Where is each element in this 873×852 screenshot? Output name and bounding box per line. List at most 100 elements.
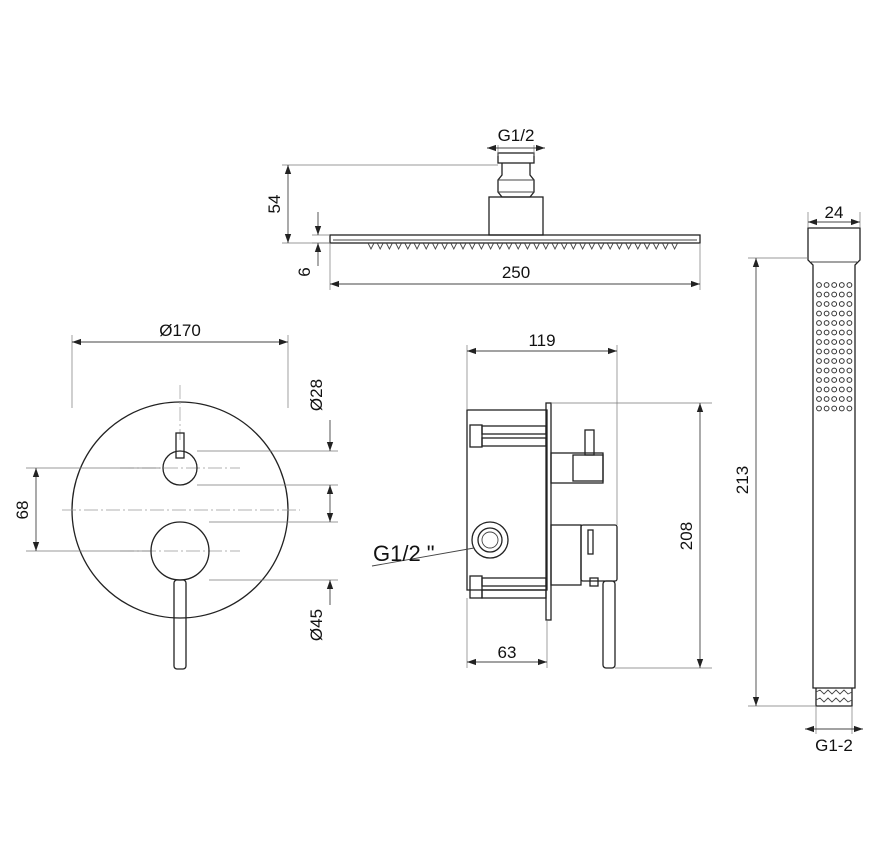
head-height-dimension: 54 <box>265 195 284 214</box>
spray-hole <box>846 367 853 374</box>
nozzle <box>395 242 403 251</box>
spray-hole <box>823 329 830 336</box>
spray-hole <box>816 396 822 402</box>
nozzle <box>413 242 421 251</box>
spray-hole <box>846 396 853 402</box>
nozzle <box>652 242 660 251</box>
spray-hole <box>846 386 853 393</box>
spray-hole <box>846 358 853 364</box>
handle-diameter-dimension: Ø45 <box>307 609 326 641</box>
spray-hole <box>846 377 853 383</box>
hand-shower-view: 24 213 G1-2 <box>733 203 863 755</box>
spray-hole <box>838 291 845 298</box>
shower-head-view: G1/2 54 6 250 <box>265 126 701 290</box>
nozzle <box>643 242 651 251</box>
nozzle <box>597 242 605 251</box>
nozzle <box>579 242 587 251</box>
spray-hole <box>816 291 822 298</box>
nozzle <box>523 242 531 251</box>
mixer-cartridge <box>550 524 582 586</box>
nozzle <box>487 242 495 251</box>
spray-hole <box>823 377 830 383</box>
valve-body-view: 119 208 63 G1/2 " <box>371 331 712 669</box>
spray-hole <box>823 405 830 412</box>
spray-hole <box>831 310 838 317</box>
spray-hole <box>823 348 830 355</box>
spray-hole <box>838 329 845 336</box>
spray-hole <box>838 367 845 374</box>
nozzle-row <box>367 242 679 251</box>
nozzle <box>468 242 476 251</box>
spray-hole <box>823 358 830 364</box>
nozzle <box>422 242 430 251</box>
spray-hole <box>838 320 845 326</box>
nozzle <box>385 242 393 251</box>
nozzle <box>404 242 412 251</box>
spray-hole <box>823 386 830 393</box>
spray-hole <box>846 310 853 317</box>
spray-hole <box>846 320 853 326</box>
hand-shower-body <box>807 227 861 689</box>
hand-shower-width-dimension: 24 <box>825 203 844 222</box>
spray-hole <box>838 358 845 364</box>
nozzle <box>367 242 375 251</box>
spray-hole <box>823 282 830 288</box>
spray-hole <box>838 405 845 412</box>
nozzle <box>625 242 633 251</box>
nozzle <box>542 242 550 251</box>
spray-hole <box>838 396 845 402</box>
diverter-cartridge <box>550 452 604 484</box>
spray-hole <box>816 310 822 317</box>
spray-hole <box>846 405 853 412</box>
valve-height-dimension: 208 <box>677 522 696 550</box>
spray-hole <box>816 348 822 355</box>
spray-holes <box>816 282 853 412</box>
spray-hole <box>823 320 830 326</box>
spray-hole <box>831 377 838 383</box>
diverter-stem <box>175 432 185 459</box>
spray-hole <box>823 310 830 317</box>
spray-hole <box>846 339 853 345</box>
nozzle <box>441 242 449 251</box>
spray-hole <box>823 291 830 298</box>
faceplate-diameter-dimension: Ø170 <box>159 321 201 340</box>
spray-hole <box>831 396 838 402</box>
spray-hole <box>816 329 822 336</box>
spray-hole <box>838 339 845 345</box>
spray-hole <box>831 386 838 393</box>
spray-hole <box>846 329 853 336</box>
nozzle <box>514 242 522 251</box>
spray-hole <box>838 301 845 307</box>
nozzle <box>459 242 467 251</box>
nozzle <box>661 242 669 251</box>
mixer-lever <box>173 579 187 670</box>
spray-hole <box>823 301 830 307</box>
spray-hole <box>838 377 845 383</box>
knob-diameter-dimension: Ø28 <box>307 379 326 411</box>
nozzle <box>477 242 485 251</box>
spray-hole <box>816 367 822 374</box>
spray-hole <box>816 282 822 288</box>
thread-connector <box>815 688 853 707</box>
spray-hole <box>831 282 838 288</box>
spray-hole <box>831 339 838 345</box>
spray-hole <box>838 310 845 317</box>
spray-hole <box>838 282 845 288</box>
spray-hole <box>816 301 822 307</box>
nozzle <box>569 242 577 251</box>
faceplate-view: Ø170 Ø28 Ø45 68 <box>13 321 338 670</box>
nozzle <box>551 242 559 251</box>
nozzle <box>533 242 541 251</box>
nozzle <box>560 242 568 251</box>
spray-hole <box>831 301 838 307</box>
inlet-port <box>471 521 509 559</box>
spray-hole <box>831 348 838 355</box>
spray-hole <box>831 405 838 412</box>
nozzle <box>376 242 384 251</box>
spray-hole <box>846 301 853 307</box>
shower-arm-neck <box>488 196 544 236</box>
head-width-dimension: 250 <box>502 263 530 282</box>
nozzle <box>505 242 513 251</box>
plate-thickness-dimension: 6 <box>295 267 314 276</box>
valve-depth-dimension: 63 <box>498 643 517 662</box>
